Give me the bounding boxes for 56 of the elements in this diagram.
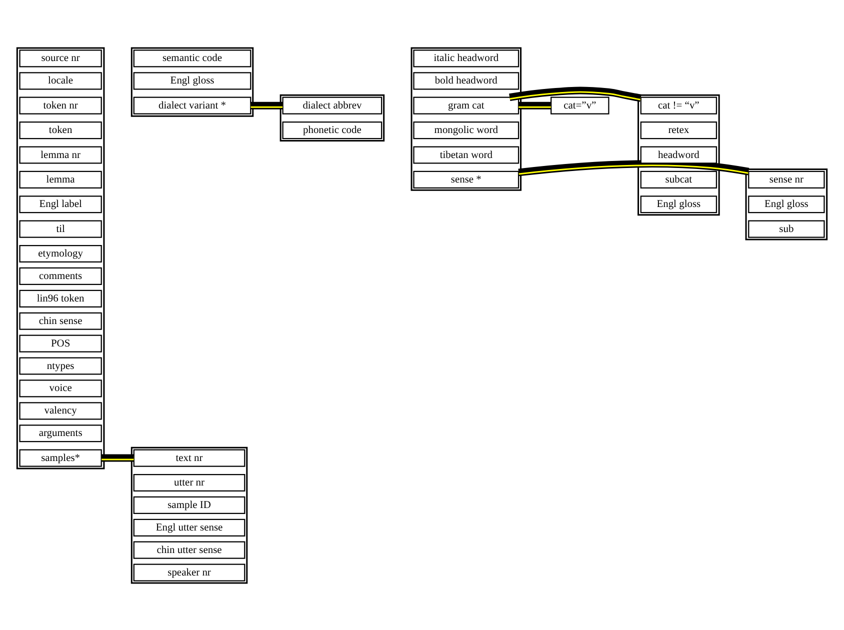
node-box: Engl utter sense bbox=[133, 518, 246, 536]
node-box: dialect variant * bbox=[133, 96, 252, 114]
node-box: headword bbox=[640, 146, 718, 164]
node-box: samples* bbox=[19, 448, 102, 466]
node-box: lemma nr bbox=[19, 146, 102, 164]
node-box: sense nr bbox=[748, 170, 825, 188]
node-box: mongolic word bbox=[413, 121, 520, 139]
node-box: Engl gloss bbox=[133, 72, 252, 90]
node-box: retex bbox=[640, 121, 718, 139]
cluster bbox=[16, 46, 105, 469]
connector bbox=[250, 101, 283, 109]
node-box: speaker nr bbox=[133, 563, 246, 581]
cluster bbox=[410, 46, 522, 190]
cluster bbox=[638, 94, 720, 216]
node-box: token bbox=[19, 121, 102, 139]
node-box: chin sense bbox=[19, 312, 102, 330]
node-box: utter nr bbox=[133, 473, 246, 492]
node-box: locale bbox=[19, 72, 102, 90]
node-box: phonetic code bbox=[282, 121, 382, 139]
node-box: source nr bbox=[19, 49, 102, 67]
node-box: gram cat bbox=[413, 96, 520, 114]
node-box: sense * bbox=[413, 170, 520, 188]
node-box: sample ID bbox=[133, 496, 246, 514]
connector bbox=[518, 160, 750, 176]
node-box: tibetan word bbox=[413, 146, 520, 164]
cluster bbox=[130, 46, 254, 116]
node-box: italic headword bbox=[413, 49, 520, 67]
cluster bbox=[745, 168, 828, 240]
node-box: comments bbox=[19, 266, 102, 284]
node-box: valency bbox=[19, 402, 102, 420]
node-box: etymology bbox=[19, 244, 102, 262]
node-box: Engl label bbox=[19, 195, 102, 213]
node-box: lemma bbox=[19, 170, 102, 188]
connector bbox=[509, 86, 642, 102]
node-box: Engl gloss bbox=[748, 195, 825, 213]
node-box: Engl gloss bbox=[640, 195, 718, 213]
node-box: lin96 token bbox=[19, 289, 102, 307]
node-box: text nr bbox=[133, 448, 246, 466]
node-box: cat != “v” bbox=[640, 96, 718, 114]
node-box: voice bbox=[19, 379, 102, 397]
node-box: til bbox=[19, 220, 102, 238]
node-box: dialect abbrev bbox=[282, 96, 382, 114]
cluster bbox=[280, 94, 385, 142]
node-box: cat=”v” bbox=[550, 96, 610, 114]
node-box: sub bbox=[748, 220, 825, 238]
node-box: chin utter sense bbox=[133, 540, 246, 558]
connector bbox=[102, 454, 134, 462]
node-box: bold headword bbox=[413, 72, 520, 90]
cluster bbox=[130, 446, 248, 584]
node-box: semantic code bbox=[133, 49, 252, 67]
node-box: arguments bbox=[19, 424, 102, 442]
node-box: subcat bbox=[640, 170, 718, 188]
connector bbox=[518, 101, 551, 109]
node-box: POS bbox=[19, 334, 102, 352]
node-box: token nr bbox=[19, 96, 102, 114]
node-box: ntypes bbox=[19, 356, 102, 374]
